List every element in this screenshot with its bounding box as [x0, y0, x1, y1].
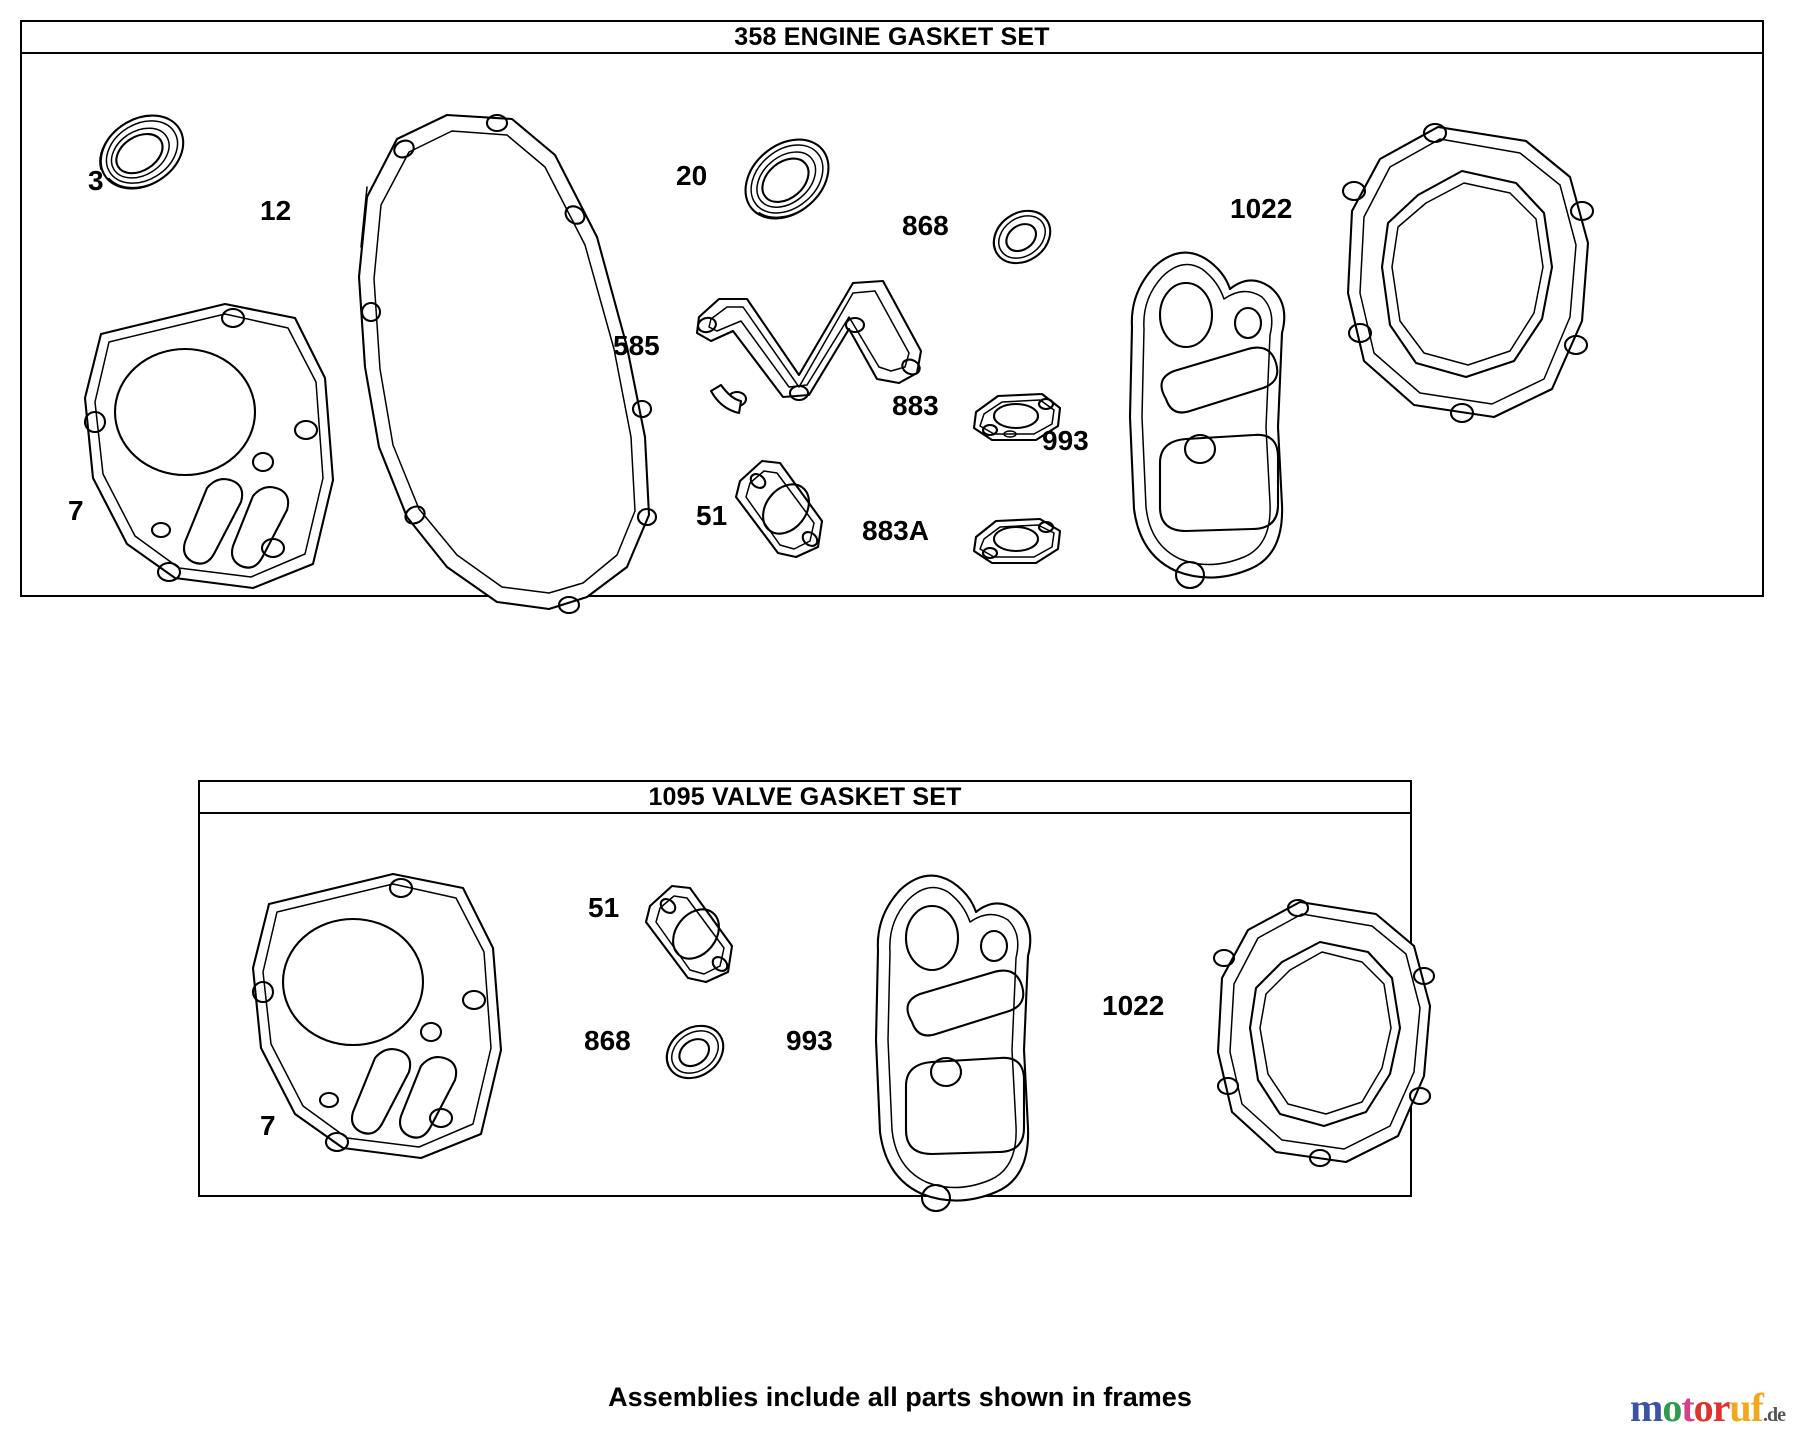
label-part-3: 3	[88, 165, 104, 196]
label-part-868: 868	[584, 1025, 631, 1056]
frame-valve-title: 1095 VALVE GASKET SET	[648, 782, 962, 811]
frame-valve-parts-area: 7 51 868	[200, 812, 1436, 1213]
watermark-letter-u: u	[1729, 1385, 1751, 1430]
watermark-suffix: .de	[1763, 1404, 1786, 1426]
part-3-oil-seal-drawing	[99, 114, 185, 190]
watermark-letter-r: r	[1712, 1385, 1731, 1430]
part-993-valve-plate-gasket-drawing	[1128, 251, 1286, 590]
part-883-carburetor-gasket-drawing	[972, 392, 1062, 442]
label-part-7: 7	[260, 1110, 276, 1141]
label-part-585: 585	[613, 330, 660, 361]
label-part-51: 51	[696, 500, 728, 531]
watermark-letter-f: f	[1750, 1385, 1764, 1430]
part-12-crankcase-cover-gasket-drawing	[357, 113, 658, 615]
part-51-intake-gasket-drawing	[734, 459, 824, 559]
part-868-seal-ring-drawing	[992, 209, 1052, 265]
frame-engine-title: 358 ENGINE GASKET SET	[734, 22, 1050, 51]
part-883a-carburetor-gasket-drawing	[972, 517, 1062, 565]
label-part-20: 20	[676, 160, 708, 191]
part-1022-rocker-cover-gasket-drawing	[1212, 898, 1436, 1168]
label-part-12: 12	[260, 195, 292, 226]
part-585-zigzag-gasket-drawing	[695, 279, 923, 415]
frame-valve-title-bar: 1095 VALVE GASKET SET	[200, 782, 1410, 814]
watermark-letter-o2: o	[1693, 1385, 1714, 1430]
label-part-7: 7	[68, 495, 84, 526]
watermark-letter-m: m	[1630, 1385, 1663, 1430]
part-868-seal-ring-drawing	[665, 1024, 725, 1080]
part-993-valve-plate-gasket-drawing	[874, 874, 1032, 1213]
label-part-883: 883	[892, 390, 939, 421]
watermark-letter-o1: o	[1662, 1385, 1682, 1430]
frame-engine-parts-area: 3 12	[22, 52, 1762, 615]
label-part-51: 51	[588, 892, 620, 923]
frame-engine-title-bar: 358 ENGINE GASKET SET	[22, 22, 1762, 54]
label-part-1022: 1022	[1102, 990, 1165, 1021]
label-part-1022: 1022	[1230, 193, 1293, 224]
frame-valve-gasket-set: 1095 VALVE GASKET SET 7	[198, 780, 1436, 1213]
diagram-caption: Assemblies include all parts shown in fr…	[608, 1382, 1192, 1412]
motoruf-watermark: motoruf.de	[1630, 1385, 1786, 1430]
part-20-oil-seal-drawing	[744, 138, 830, 220]
frame-engine-gasket-set: 358 ENGINE GASKET SET 3	[20, 20, 1764, 615]
part-1022-rocker-cover-gasket-drawing	[1341, 122, 1595, 424]
label-part-868: 868	[902, 210, 949, 241]
label-part-993: 993	[786, 1025, 833, 1056]
label-part-883a: 883A	[862, 515, 929, 546]
part-7-cylinder-head-gasket-drawing	[83, 302, 335, 590]
label-part-993: 993	[1042, 425, 1089, 456]
part-7-cylinder-head-gasket-drawing	[251, 872, 503, 1160]
watermark-letter-t: t	[1681, 1385, 1694, 1430]
part-51-intake-gasket-drawing	[644, 884, 734, 984]
